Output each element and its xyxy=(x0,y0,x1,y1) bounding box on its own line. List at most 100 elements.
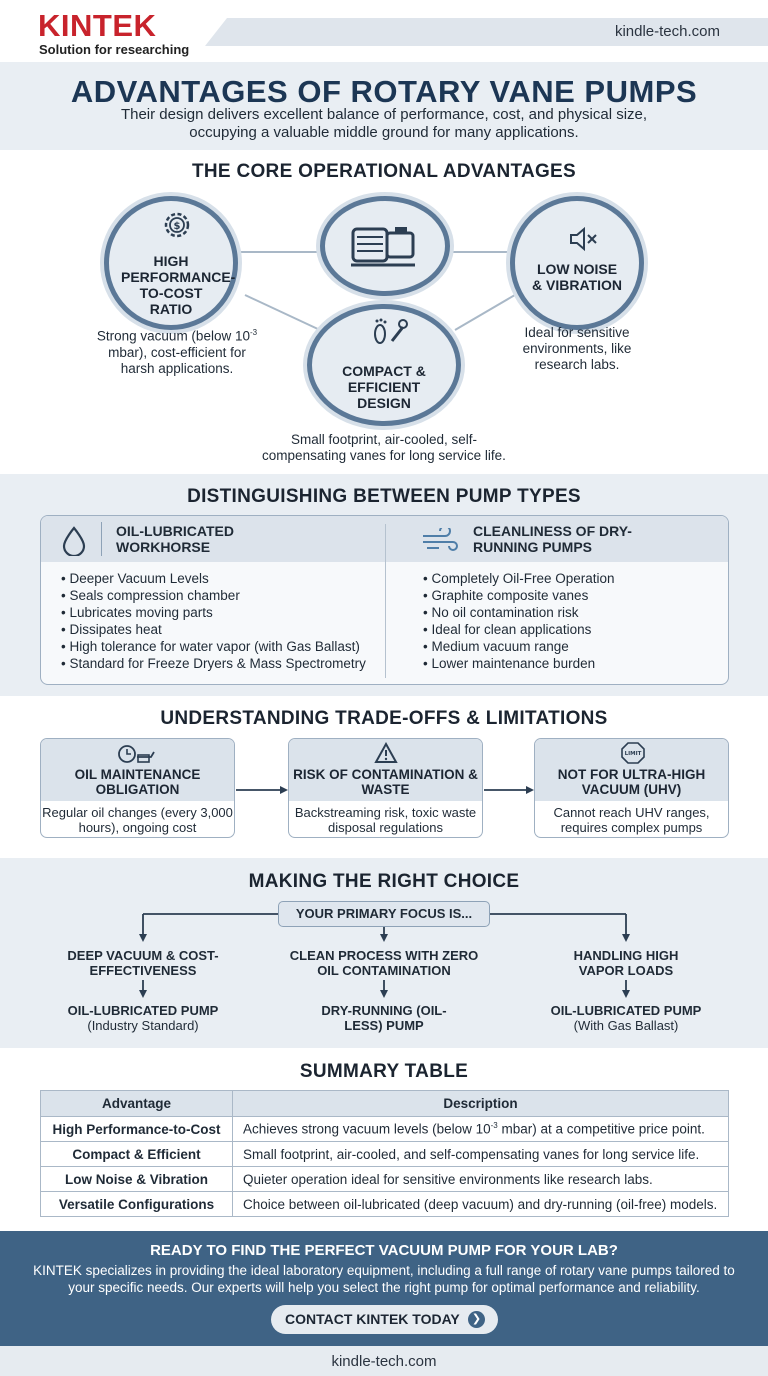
table-cell-advantage: Low Noise & Vibration xyxy=(40,1166,233,1192)
advantage-noise-desc: Ideal for sensitive environments, like r… xyxy=(522,325,632,372)
vacuum-pump-icon xyxy=(351,227,415,267)
clock-oilcan-icon xyxy=(118,745,155,763)
section-title-choice: MAKING THE RIGHT CHOICE xyxy=(248,871,520,892)
tradeoff-box-maintenance: OIL MAINTENANCE OBLIGATION Regular oil c… xyxy=(40,738,235,838)
table-row: Low Noise & Vibration Quieter operation … xyxy=(40,1166,729,1192)
decision-tree-lines xyxy=(139,913,630,998)
cost-desc-pre: Strong vacuum (below 10 xyxy=(96,328,250,344)
section-title-core: THE CORE OPERATIONAL ADVANTAGES xyxy=(191,161,577,182)
table-cell-advantage: Versatile Configurations xyxy=(40,1191,233,1217)
table-header: Description xyxy=(232,1090,729,1117)
contact-button[interactable]: CONTACT KINTEK TODAY ❯ xyxy=(271,1305,498,1334)
table-row: High Performance-to-Cost Achieves strong… xyxy=(40,1116,729,1142)
pump-types-panel: OIL-LUBRICATED WORKHORSE CLEANLINESS OF … xyxy=(40,515,729,685)
section-title-types: DISTINGUISHING BETWEEN PUMP TYPES xyxy=(187,486,581,507)
brand-logo[interactable]: KINTEK xyxy=(38,8,157,43)
desc-sup: -3 xyxy=(490,1121,498,1131)
list-item: High tolerance for water vapor (with Gas… xyxy=(61,638,381,655)
choice-pump: OIL-LUBRICATED PUMP xyxy=(67,1003,219,1018)
footer xyxy=(0,1346,768,1376)
site-band xyxy=(205,18,768,46)
choice-need: HANDLING HIGH VAPOR LOADS xyxy=(573,948,679,978)
connector-lines xyxy=(235,251,521,331)
list-item: Seals compression chamber xyxy=(61,587,381,604)
site-link-bottom[interactable]: kindle-tech.com xyxy=(331,1353,437,1370)
oil-drop-icon xyxy=(62,526,86,556)
section-title-tradeoffs: UNDERSTANDING TRADE-OFFS & LIMITATIONS xyxy=(160,708,608,729)
advantage-compact-desc: Small footprint, air-cooled, self-compen… xyxy=(262,432,506,463)
page-subtitle: Their design delivers excellent balance … xyxy=(120,106,648,141)
limit-sign-icon: LIMIT xyxy=(621,742,645,764)
chevron-right-icon: ❯ xyxy=(468,1311,485,1328)
limit-sign-text: LIMIT xyxy=(625,751,642,757)
table-cell-description: Choice between oil-lubricated (deep vacu… xyxy=(232,1191,729,1217)
tradeoff-desc: Cannot reach UHV ranges, requires comple… xyxy=(553,805,710,835)
title-band xyxy=(0,62,768,150)
choice-note: (With Gas Ballast) xyxy=(573,1018,679,1033)
contact-button-label: CONTACT KINTEK TODAY xyxy=(285,1311,460,1327)
cta-title: READY TO FIND THE PERFECT VACUUM PUMP FO… xyxy=(150,1242,618,1259)
site-link-top[interactable]: kindle-tech.com xyxy=(614,23,720,40)
tradeoff-header-bg xyxy=(41,739,234,801)
table-cell-description: Quieter operation ideal for sensitive en… xyxy=(232,1166,729,1192)
page-title: ADVANTAGES OF ROTARY VANE PUMPS xyxy=(70,74,698,109)
choice-need: DEEP VACUUM & COST-EFFECTIVENESS xyxy=(67,948,219,978)
choice-note: (Industry Standard) xyxy=(87,1018,199,1033)
desc-pre: Achieves strong vacuum levels (below 10 xyxy=(243,1121,491,1137)
desc-post: mbar) at a competitive price point. xyxy=(497,1121,705,1137)
dry-feature-list: Completely Oil-Free Operation Graphite c… xyxy=(423,570,723,672)
choice-band xyxy=(0,858,768,1048)
pump-types-header xyxy=(41,516,728,562)
table-cell-description: Small footprint, air-cooled, and self-co… xyxy=(232,1141,729,1167)
table-row: Compact & Efficient Small footprint, air… xyxy=(40,1141,729,1167)
table-header: Advantage xyxy=(40,1090,233,1117)
advantage-compact-label: COMPACT & EFFICIENT DESIGN xyxy=(342,363,426,411)
oil-feature-list: Deeper Vacuum Levels Seals compression c… xyxy=(61,570,381,672)
list-item: No oil contamination risk xyxy=(423,604,723,621)
pump-center-circle xyxy=(320,196,450,296)
list-item: Lubricates moving parts xyxy=(61,604,381,621)
list-item: Completely Oil-Free Operation xyxy=(423,570,723,587)
advantage-cost-circle: $ HIGH PERFORMANCE-TO-COST RATIO xyxy=(104,196,238,330)
cost-desc-post: mbar), cost-efficient for harsh applicat… xyxy=(108,344,246,376)
list-item: Deeper Vacuum Levels xyxy=(61,570,381,587)
oil-header-divider xyxy=(101,522,102,556)
cost-desc-sup: -3 xyxy=(249,328,258,337)
tradeoff-desc: Backstreaming risk, toxic waste disposal… xyxy=(294,805,477,835)
tradeoff-label: NOT FOR ULTRA-HIGH VACUUM (UHV) xyxy=(557,767,706,797)
oil-type-label: OIL-LUBRICATED WORKHORSE xyxy=(116,523,234,555)
cta-text: KINTEK specializes in providing the idea… xyxy=(33,1263,735,1295)
footprint-wrench-icon xyxy=(374,318,408,344)
choice-pump: DRY-RUNNING (OIL-LESS) PUMP xyxy=(321,1003,447,1033)
warning-triangle-icon xyxy=(374,742,398,763)
brand-tagline: Solution for researching xyxy=(39,42,190,57)
tradeoff-box-contamination: RISK OF CONTAMINATION & WASTE Backstream… xyxy=(288,738,483,838)
list-item: Graphite composite vanes xyxy=(423,587,723,604)
table-cell-advantage: Compact & Efficient xyxy=(40,1141,233,1167)
advantage-cost-desc: Strong vacuum (below 10-3 mbar), cost-ef… xyxy=(92,325,262,377)
summary-table: Advantage Description High Performance-t… xyxy=(40,1090,729,1217)
svg-text:$: $ xyxy=(174,221,181,232)
list-item: Lower maintenance burden xyxy=(423,655,723,672)
advantage-compact-circle: COMPACT & EFFICIENT DESIGN xyxy=(307,304,461,426)
tradeoff-arrows xyxy=(236,786,534,794)
tradeoff-header-bg xyxy=(535,739,728,801)
choice-pump: OIL-LUBRICATED PUMP xyxy=(550,1003,702,1018)
advantage-noise-circle: LOW NOISE & VIBRATION xyxy=(510,196,644,330)
choice-need: CLEAN PROCESS WITH ZERO OIL CONTAMINATIO… xyxy=(289,948,479,978)
list-item: Dissipates heat xyxy=(61,621,381,638)
table-cell-advantage: High Performance-to-Cost xyxy=(40,1116,233,1142)
list-item: Standard for Freeze Dryers & Mass Spectr… xyxy=(61,655,381,672)
tradeoff-header-bg xyxy=(289,739,482,801)
air-wind-icon xyxy=(423,528,458,551)
tradeoff-label: RISK OF CONTAMINATION & WASTE xyxy=(293,767,478,797)
list-item: Ideal for clean applications xyxy=(423,621,723,638)
advantage-cost-label: HIGH PERFORMANCE-TO-COST RATIO xyxy=(121,253,236,317)
focus-pill: YOUR PRIMARY FOCUS IS... xyxy=(278,901,490,927)
tradeoff-desc: Regular oil changes (every 3,000 hours),… xyxy=(42,805,233,835)
table-header-row: Advantage Description xyxy=(40,1090,729,1117)
tradeoff-label: OIL MAINTENANCE OBLIGATION xyxy=(74,767,201,797)
dry-type-label: CLEANLINESS OF DRY-RUNNING PUMPS xyxy=(473,523,632,555)
advantage-noise-label: LOW NOISE & VIBRATION xyxy=(532,261,622,293)
gear-dollar-icon: $ xyxy=(164,212,190,238)
